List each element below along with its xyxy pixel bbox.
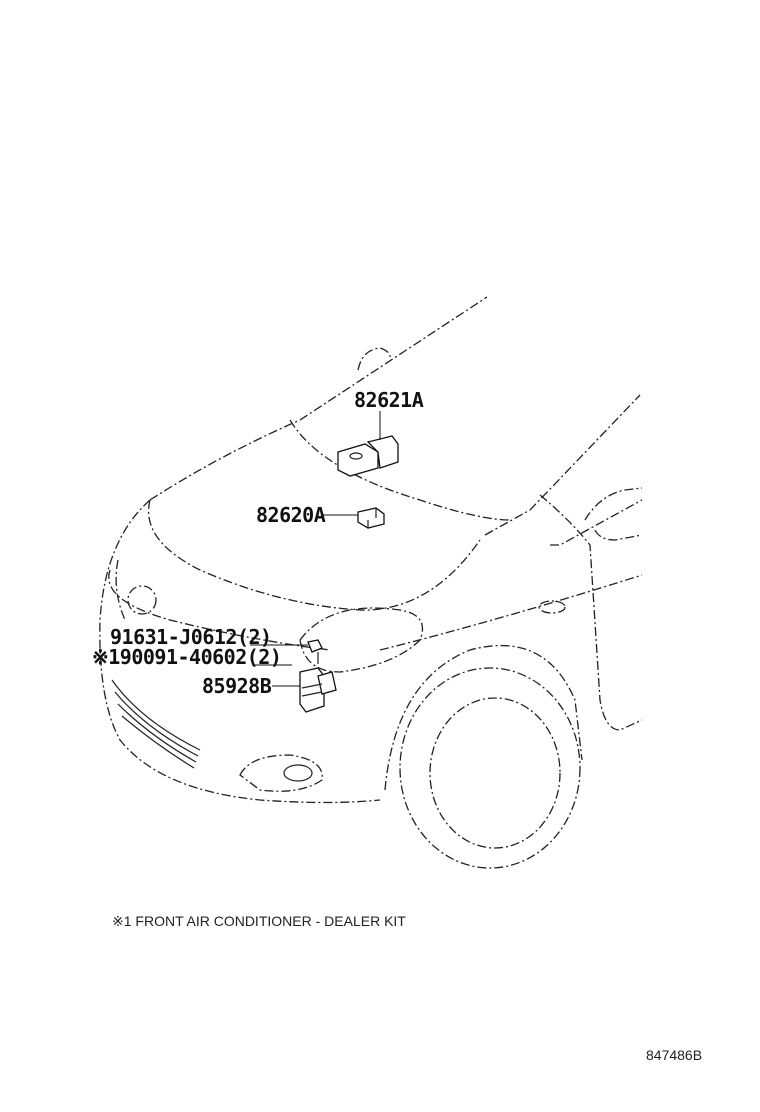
hood-fold <box>108 569 331 651</box>
front-tire <box>399 667 581 869</box>
body-crease <box>379 574 643 651</box>
headlight <box>299 607 424 673</box>
emblem <box>127 585 157 615</box>
part-82620a <box>357 507 385 529</box>
callout-82620a: 82620A <box>256 503 326 527</box>
callout-91631: 91631-J0612(2) <box>110 625 272 649</box>
door-front-edge <box>539 494 643 731</box>
side-marker <box>538 600 566 614</box>
a-pillar <box>484 394 641 536</box>
wheel-arch <box>384 644 583 791</box>
fog-lamp <box>239 754 323 792</box>
front-face <box>99 499 381 804</box>
callout-85928b: 85928B <box>202 674 272 698</box>
window-frame <box>550 499 643 546</box>
hood-outline <box>148 499 481 611</box>
part-82621a <box>337 435 399 477</box>
footnote: ※1 FRONT AIR CONDITIONER - DEALER KIT <box>112 913 406 929</box>
front-rim <box>429 697 561 849</box>
diagram-number: 847486B <box>646 1047 703 1063</box>
windshield-lower <box>289 419 511 521</box>
mirror-shape <box>357 347 391 371</box>
callout-82621a: 82621A <box>354 388 424 412</box>
part-fastener <box>307 639 323 664</box>
windshield-edge <box>149 296 488 501</box>
callout-90091: ※190091-40602(2) <box>92 645 282 669</box>
part-85928b <box>299 667 337 713</box>
grille-lower <box>111 679 201 769</box>
fog-lamp-inner <box>283 764 313 782</box>
grille-upper <box>115 559 126 621</box>
side-mirror <box>584 487 643 541</box>
